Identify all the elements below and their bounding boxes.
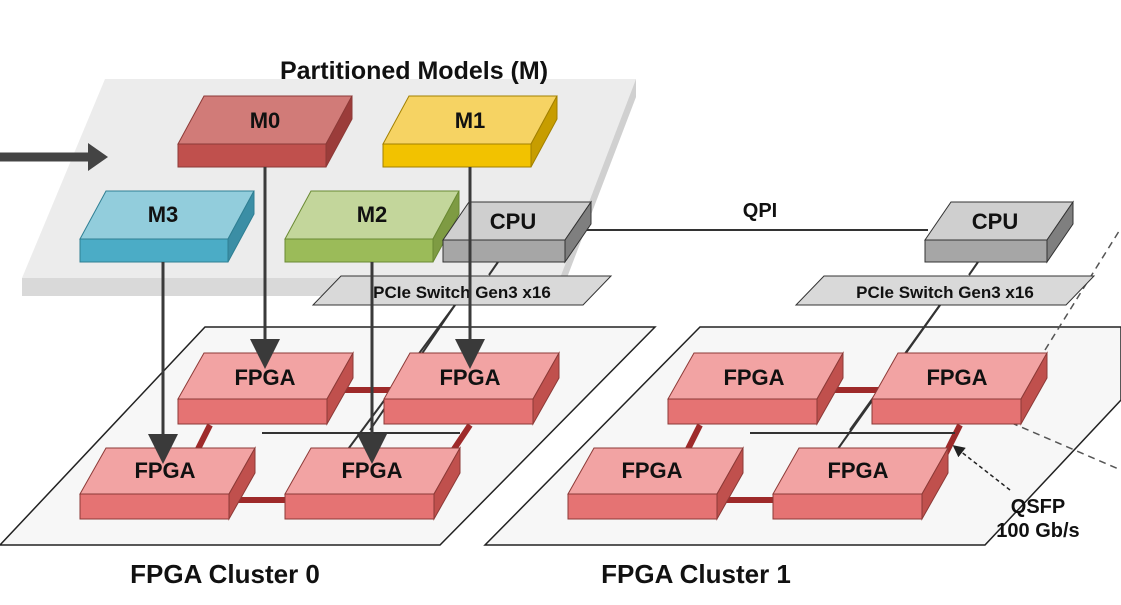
qsfp-line1: QSFP [1011, 496, 1065, 518]
pcie-switch-left: PCIe Switch Gen3 x16 [311, 275, 613, 306]
fpga-c0-top-right: FPGA [383, 351, 560, 426]
zoom-dashed-lines [999, 227, 1121, 471]
fpga-c0-top-left: FPGA [177, 351, 354, 426]
fpga-c1-top-left: FPGA [667, 351, 844, 426]
qsfp-annotation: QSFP 100 Gb/s [952, 445, 1080, 542]
pcie-switch-left-label: PCIe Switch Gen3 x16 [373, 283, 551, 302]
pcie-switch-right-label: PCIe Switch Gen3 x16 [856, 283, 1034, 302]
pcie-switch-right: PCIe Switch Gen3 x16 [794, 275, 1096, 306]
fpga-label: FPGA [341, 458, 402, 483]
cluster-1-label: FPGA Cluster 1 [601, 559, 791, 589]
fpga-label: FPGA [723, 365, 784, 390]
fpga-c0-bottom-left: FPGA [79, 446, 256, 521]
fpga-label: FPGA [134, 458, 195, 483]
cpu-left: CPU [442, 200, 592, 264]
qpi-label: QPI [743, 200, 777, 222]
fpga-label: FPGA [234, 365, 295, 390]
model-m3: M3 [79, 190, 255, 263]
fpga-c1-bottom-right: FPGA [772, 446, 949, 521]
fpga-label: FPGA [926, 365, 987, 390]
fpga-c1-top-right: FPGA [871, 351, 1048, 426]
cpu-left-label: CPU [490, 209, 536, 234]
fpga-c1-bottom-left: FPGA [567, 446, 744, 521]
fpga-label: FPGA [439, 365, 500, 390]
cpu-right: CPU [924, 200, 1074, 264]
diagram-title: Partitioned Models (M) [280, 57, 548, 85]
fpga-label: FPGA [621, 458, 682, 483]
model-to-fpga-arrows [148, 167, 485, 464]
model-m3-label: M3 [148, 202, 179, 227]
model-m1-label: M1 [455, 108, 486, 133]
model-m1: M1 [382, 95, 558, 168]
model-m0-label: M0 [250, 108, 281, 133]
fpga-label: FPGA [827, 458, 888, 483]
input-arrow [0, 143, 108, 171]
qsfp-line2: 100 Gb/s [996, 520, 1079, 542]
cpu-right-label: CPU [972, 209, 1018, 234]
fpga-c0-bottom-right: FPGA [284, 446, 461, 521]
model-m2-label: M2 [357, 202, 388, 227]
model-m0: M0 [177, 95, 353, 168]
model-m2: M2 [284, 190, 460, 263]
cluster-0-label: FPGA Cluster 0 [130, 559, 320, 589]
